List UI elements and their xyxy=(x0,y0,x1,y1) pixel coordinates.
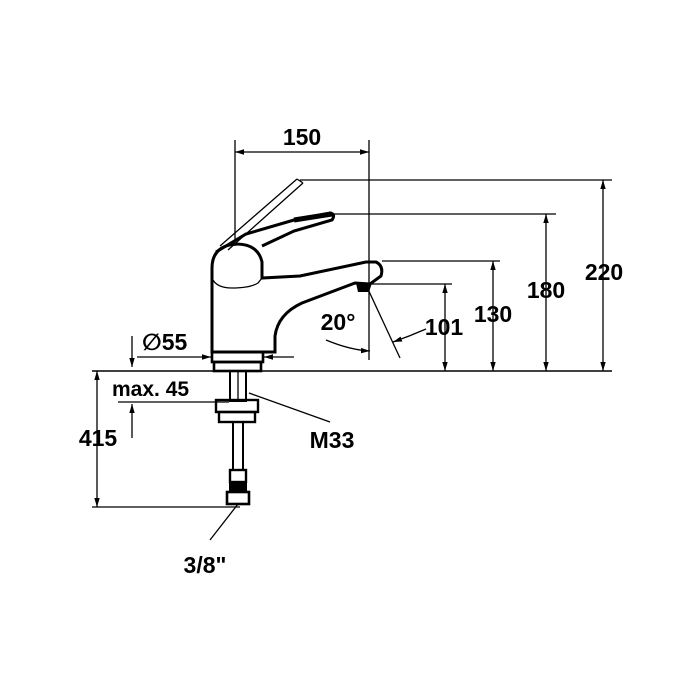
label-max-deck-thickness: max. 45 xyxy=(112,378,189,401)
label-hose-length: 415 xyxy=(79,425,118,451)
label-connection-size: 3/8" xyxy=(184,552,227,578)
label-total-height: 220 xyxy=(585,259,623,285)
dim-swivel-angle: 20° xyxy=(321,286,427,359)
label-body-diameter: ∅55 xyxy=(142,329,187,355)
faucet-body xyxy=(210,242,384,373)
label-outlet-height: 101 xyxy=(425,314,464,340)
label-swivel-angle: 20° xyxy=(321,309,356,335)
dim-spout-height: 130 xyxy=(474,261,512,371)
dim-outlet-height: 101 xyxy=(425,284,464,371)
leader-connection-size: 3/8" xyxy=(184,503,239,578)
dim-max-deck-thickness: max. 45 xyxy=(112,378,229,438)
label-lever-height: 180 xyxy=(527,277,565,303)
faucet-lever xyxy=(215,211,336,254)
leader-thread-size: M33 xyxy=(248,392,355,453)
diameter-value: 55 xyxy=(162,329,188,355)
lever-open-position xyxy=(219,178,304,251)
label-spout-height: 130 xyxy=(474,301,512,327)
dim-spout-reach: 150 xyxy=(234,124,370,360)
label-thread-size: M33 xyxy=(310,427,355,453)
dim-hose-length: 415 xyxy=(79,371,240,508)
diameter-symbol: ∅ xyxy=(142,329,162,355)
dim-lever-height: 180 xyxy=(527,214,565,371)
dim-total-height: 220 xyxy=(585,180,623,371)
label-spout-reach: 150 xyxy=(283,124,321,150)
mounting-fitting xyxy=(214,370,260,506)
dim-body-diameter: ∅55 xyxy=(129,329,294,367)
